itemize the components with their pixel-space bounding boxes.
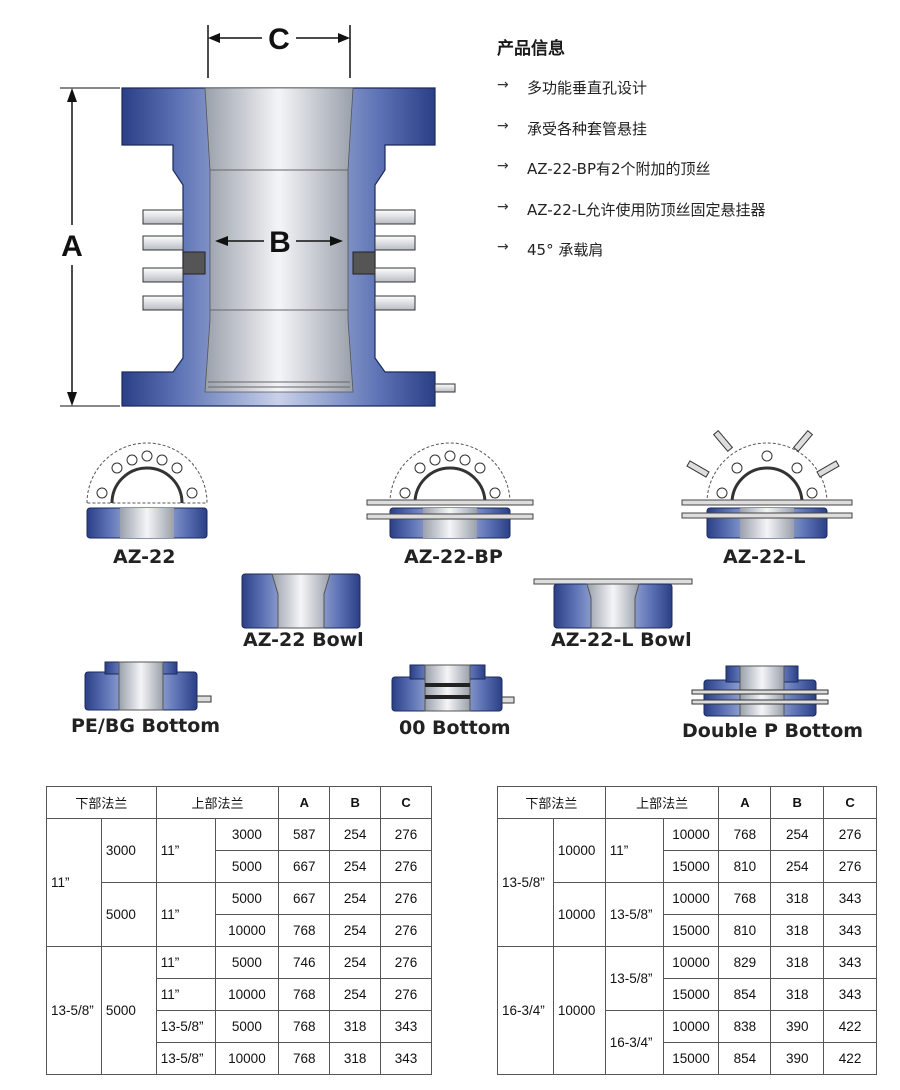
az22-illustration	[86, 442, 208, 539]
spec-table-right: 下部法兰 上部法兰 A B C 13-5/8” 10000 11” 10000 …	[497, 786, 877, 1075]
spool-cross-section-diagram: C A B	[60, 23, 456, 407]
table-row: 13-5/8” 10000 11” 10000 768 254 276	[497, 818, 877, 947]
header-upper-flange: 上部法兰	[604, 786, 720, 819]
variant-label-00-bottom: 00 Bottom	[399, 717, 511, 739]
variant-label-pe-bg-bottom: PE/BG Bottom	[71, 715, 221, 737]
arrow-right-icon: →	[497, 77, 509, 93]
table-row: 13-5/8” 5000 768 318 343	[47, 1010, 432, 1043]
feature-item: →45° 承载肩	[497, 239, 604, 259]
variant-label-az22-l: AZ-22-L	[723, 546, 806, 568]
header-c: C	[823, 786, 877, 819]
table-row: 13-5/8” 10000 768 318 343	[47, 1042, 432, 1075]
double-p-bottom-illustration	[691, 665, 829, 717]
table-row: 16-3/4” 10000 838 390 422	[498, 1010, 877, 1075]
00-bottom-illustration	[391, 664, 515, 712]
variant-label-az22-bowl: AZ-22 Bowl	[243, 629, 364, 651]
feature-item: →AZ-22-L允许使用防顶丝固定悬挂器	[497, 198, 766, 219]
table-row: 5000 11” 5000 667 254 276	[47, 882, 432, 947]
variant-label-az22-bp: AZ-22-BP	[404, 546, 503, 568]
table-row: 10000 768 254 276	[47, 914, 432, 947]
table-row: 16-3/4” 10000 13-5/8” 10000 829 318 343	[497, 946, 877, 1075]
table-row: 13-5/8” 5000 11” 5000 746 254 276	[46, 946, 432, 1075]
arrow-right-icon: →	[497, 239, 509, 255]
header-lower-flange: 下部法兰	[497, 786, 606, 819]
header-a: A	[278, 786, 331, 819]
header-a: A	[718, 786, 772, 819]
table-row: 15000 854 318 343	[498, 978, 877, 1011]
product-info-title: 产品信息	[497, 39, 565, 59]
table-row: 15000 854 390 422	[498, 1042, 877, 1075]
header-b: B	[770, 786, 825, 819]
lock-screw-bolts-left	[142, 209, 184, 311]
arrow-right-icon: →	[497, 117, 509, 134]
dimension-b-label: B	[269, 226, 291, 259]
az22-bp-illustration	[366, 442, 534, 539]
table-row: 5000 667 254 276	[47, 850, 432, 883]
feature-item: →承受各种套管悬挂	[497, 117, 648, 138]
az22-l-illustration	[681, 429, 853, 539]
variant-label-az22: AZ-22	[113, 546, 176, 568]
header-lower-flange: 下部法兰	[46, 786, 157, 819]
az22-bowl-illustration	[241, 573, 361, 629]
product-info-panel: 产品信息 →多功能垂直孔设计 →承受各种套管悬挂 →AZ-22-BP有2个附加的…	[497, 34, 887, 280]
table-row: 15000 810 318 343	[498, 914, 877, 947]
az22-l-bowl-illustration	[533, 578, 693, 629]
pe-bg-bottom-illustration	[84, 661, 212, 711]
lock-screw-bolts-right	[374, 209, 416, 311]
dimension-c-label: C	[268, 23, 290, 56]
table-row: 10000 13-5/8” 10000 768 318 343	[498, 882, 877, 947]
arrow-right-icon: →	[497, 198, 509, 215]
spec-table-left: 下部法兰 上部法兰 A B C 11” 3000 11” 3000 587 25…	[46, 786, 432, 1075]
variant-label-az22-l-bowl: AZ-22-L Bowl	[551, 629, 692, 651]
header-c: C	[380, 786, 432, 819]
dimension-a-label: A	[61, 230, 83, 263]
arrow-right-icon: →	[497, 158, 509, 174]
variant-label-double-p-bottom: Double P Bottom	[682, 720, 864, 742]
feature-item: →多功能垂直孔设计	[497, 77, 648, 97]
table-row: 11” 3000 11” 3000 587 254 276	[46, 818, 432, 947]
header-upper-flange: 上部法兰	[155, 786, 280, 819]
feature-item: →AZ-22-BP有2个附加的顶丝	[497, 158, 711, 178]
header-b: B	[329, 786, 382, 819]
